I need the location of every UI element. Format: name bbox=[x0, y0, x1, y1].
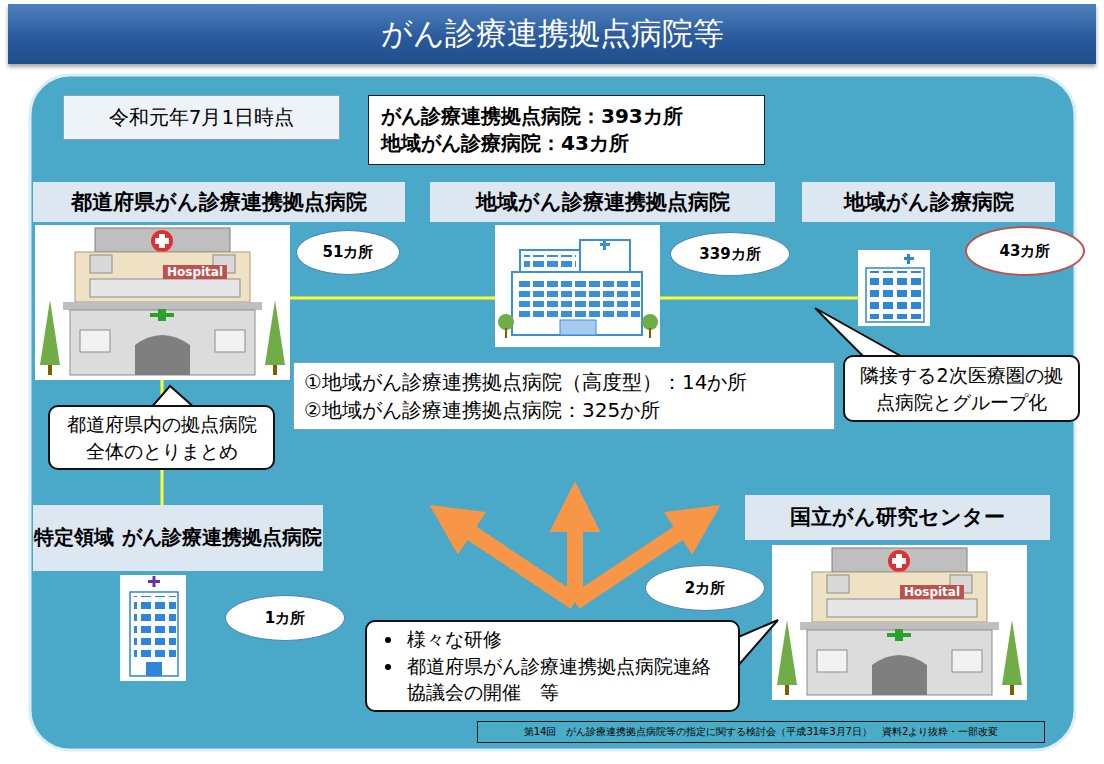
node-text: 国立がん研究センター bbox=[790, 503, 1005, 531]
category-band: 国立がん研究センター bbox=[745, 495, 1050, 540]
count-oval: 43カ所 bbox=[965, 226, 1085, 276]
node-text: 令和元年7月1日時点 bbox=[109, 104, 294, 131]
node-text: 隣接する2次医療圏の拠点病院とグループ化 bbox=[855, 362, 1068, 415]
count-oval: 2カ所 bbox=[645, 565, 765, 611]
node-text: ②地域がん診療連携拠点病院：325か所 bbox=[304, 396, 660, 424]
title-text: がん診療連携拠点病院等 bbox=[381, 13, 724, 55]
date-box: 令和元年7月1日時点 bbox=[63, 95, 340, 140]
node-text: 特定領域 がん診療連携拠点病院 bbox=[34, 524, 321, 551]
node-text: 2カ所 bbox=[685, 579, 725, 598]
callout-box: 都道府県内の拠点病院全体のとりまとめ bbox=[48, 405, 275, 470]
node-text: 第14回 がん診療連携拠点病院等の指定に関する検討会（平成31年3月7日） 資料… bbox=[524, 725, 999, 739]
summary-box: がん診療連携拠点病院：393カ所地域がん診療病院：43カ所 bbox=[368, 95, 765, 165]
bullet-dot bbox=[385, 664, 391, 670]
node-text: 51カ所 bbox=[323, 243, 374, 262]
node-text: がん診療連携拠点病院：393カ所 bbox=[381, 103, 683, 130]
category-band: 都道府県がん診療連携拠点病院 bbox=[33, 182, 405, 222]
node-text: 都道府県がん診療連携拠点病院連絡協議会の開催 等 bbox=[407, 653, 728, 706]
callout-box: 様々な研修都道府県がん診療連携拠点病院連絡協議会の開催 等 bbox=[365, 620, 740, 712]
count-oval: 51カ所 bbox=[296, 230, 400, 275]
category-band: 地域がん診療連携拠点病院 bbox=[430, 182, 775, 222]
node-text: ①地域がん診療連携拠点病院（高度型）：14か所 bbox=[304, 368, 747, 396]
bullet-dot bbox=[385, 637, 391, 643]
breakdown-box: ①地域がん診療連携拠点病院（高度型）：14か所②地域がん診療連携拠点病院：325… bbox=[293, 362, 835, 430]
hospital-sign: Hospital bbox=[163, 265, 227, 279]
category-band: 特定領域 がん診療連携拠点病院 bbox=[33, 505, 323, 571]
node-text: 1カ所 bbox=[265, 609, 305, 628]
bullet-row: 都道府県がん診療連携拠点病院連絡協議会の開催 等 bbox=[377, 653, 728, 706]
title-bar: がん診療連携拠点病院等 bbox=[8, 4, 1096, 64]
bullet-row: 様々な研修 bbox=[377, 626, 728, 653]
source-note: 第14回 がん診療連携拠点病院等の指定に関する検討会（平成31年3月7日） 資料… bbox=[477, 721, 1045, 743]
node-text: 都道府県がん診療連携拠点病院 bbox=[71, 188, 367, 216]
node-text: 地域がん診療病院：43カ所 bbox=[381, 130, 629, 157]
node-text: 地域がん診療連携拠点病院 bbox=[476, 188, 730, 216]
node-text: 地域がん診療病院 bbox=[844, 188, 1014, 216]
count-oval: 1カ所 bbox=[225, 595, 345, 641]
category-band: 地域がん診療病院 bbox=[802, 182, 1055, 222]
hospital-sign: Hospital bbox=[900, 585, 964, 599]
node-text: 339カ所 bbox=[699, 245, 760, 264]
callout-box: 隣接する2次医療圏の拠点病院とグループ化 bbox=[843, 355, 1080, 422]
node-text: 都道府県内の拠点病院全体のとりまとめ bbox=[60, 411, 263, 464]
node-text: 43カ所 bbox=[1000, 242, 1051, 261]
node-text: 様々な研修 bbox=[407, 626, 502, 653]
count-oval: 339カ所 bbox=[670, 232, 790, 276]
